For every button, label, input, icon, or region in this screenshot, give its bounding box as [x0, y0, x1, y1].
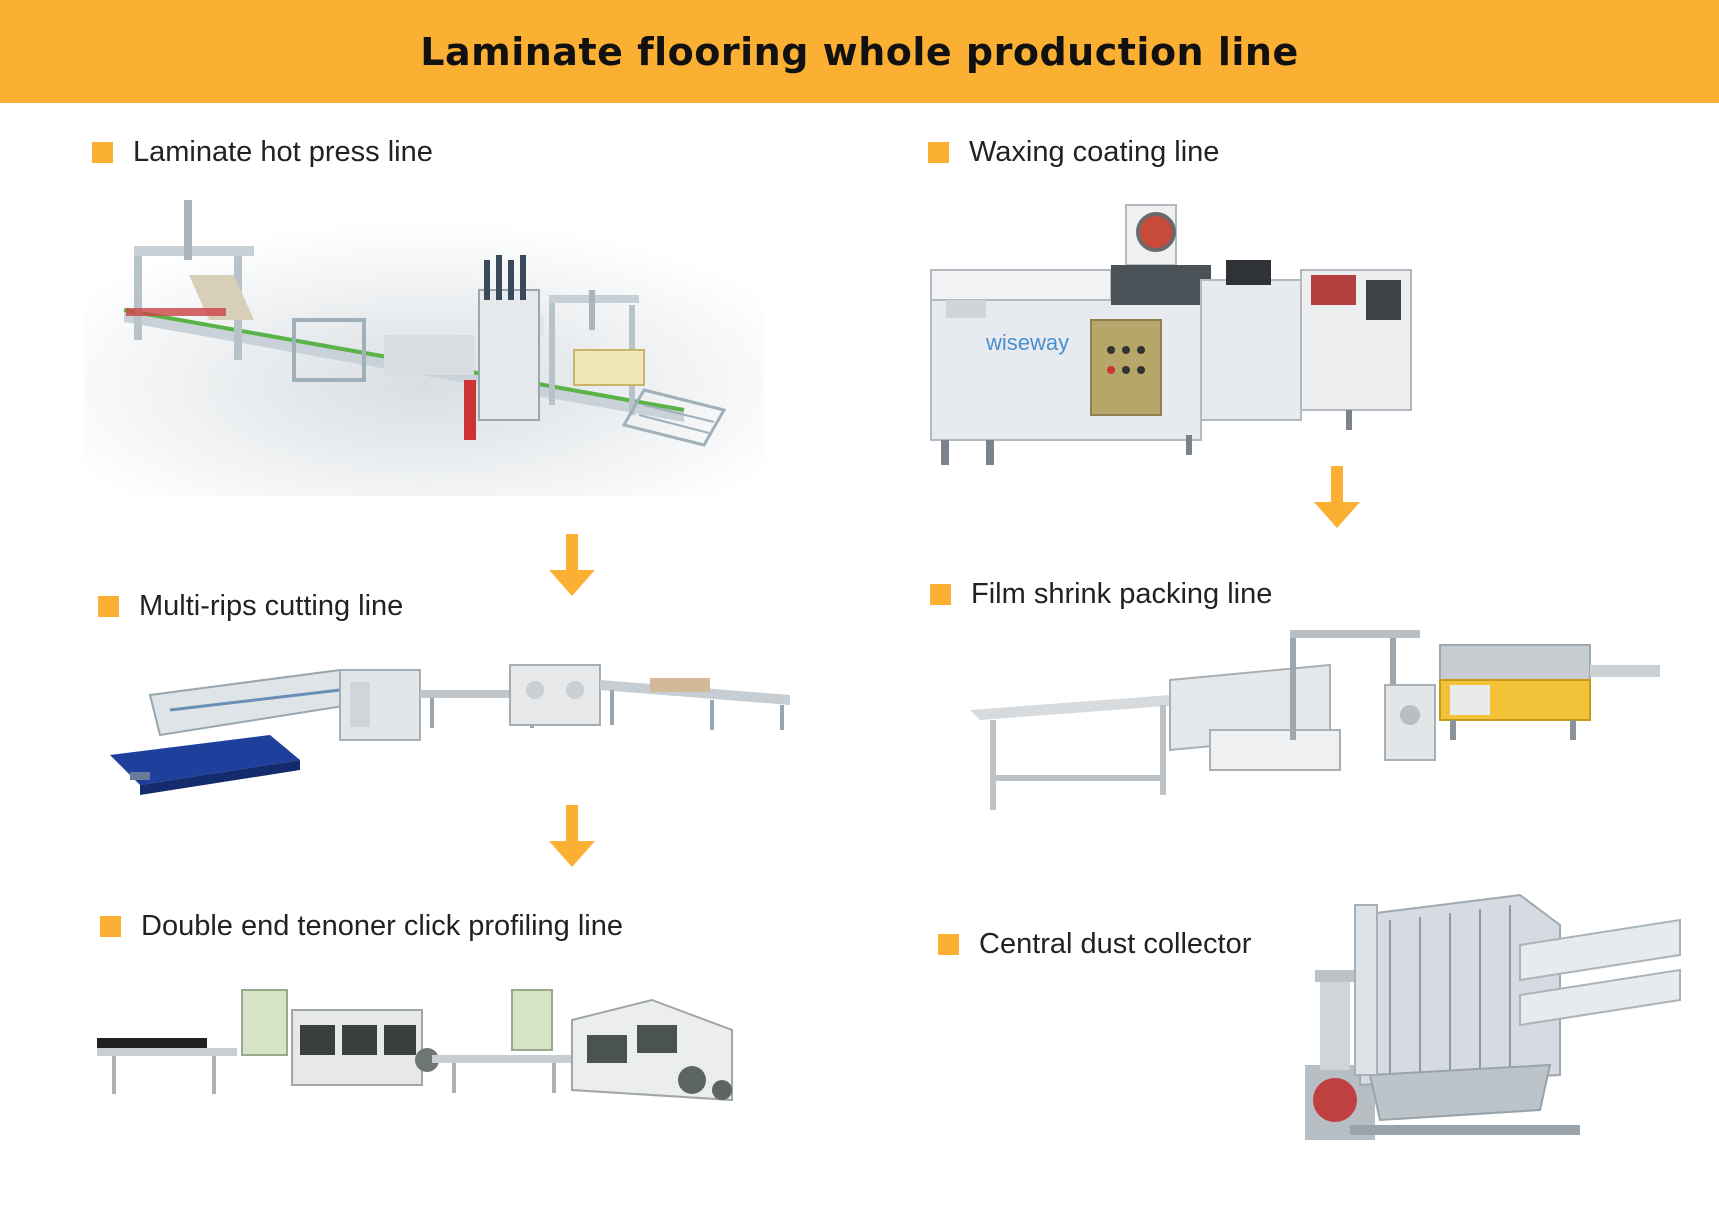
- arrow-down-icon: [1314, 466, 1360, 528]
- label-text: Waxing coating line: [969, 136, 1220, 168]
- bullet-square-icon: [98, 596, 119, 617]
- arrow-down-icon: [549, 805, 595, 867]
- label-text: Laminate hot press line: [133, 136, 433, 168]
- bullet-square-icon: [938, 934, 959, 955]
- multi-rips-line-illustration: [110, 664, 790, 795]
- arrow-down-icon: [549, 534, 595, 596]
- film-shrink-line-illustration: [970, 630, 1660, 810]
- label-text: Central dust collector: [979, 928, 1252, 960]
- bullet-square-icon: [100, 916, 121, 937]
- bullet-square-icon: [92, 142, 113, 163]
- bullet-square-icon: [928, 142, 949, 163]
- label-film-shrink: Film shrink packing line: [930, 578, 1272, 611]
- label-text: Multi-rips cutting line: [139, 590, 404, 622]
- dust-collector-illustration: [1305, 893, 1681, 1140]
- label-dust-collector: Central dust collector: [938, 928, 1251, 961]
- label-text: Film shrink packing line: [971, 578, 1273, 610]
- hot-press-line-illustration: [84, 200, 764, 496]
- tenoner-line-illustration: [97, 989, 733, 1102]
- label-tenoner: Double end tenoner click profiling line: [100, 910, 623, 943]
- label-multi-rips: Multi-rips cutting line: [98, 590, 403, 623]
- label-text: Double end tenoner click profiling line: [141, 910, 624, 942]
- label-hot-press: Laminate hot press line: [92, 136, 433, 169]
- waxing-line-illustration: wiseway: [930, 204, 1412, 465]
- brand-wiseway: wiseway: [985, 330, 1069, 355]
- bullet-square-icon: [930, 584, 951, 605]
- title-banner: Laminate flooring whole production line: [0, 0, 1719, 103]
- label-waxing: Waxing coating line: [928, 136, 1219, 169]
- page-title: Laminate flooring whole production line: [420, 29, 1299, 74]
